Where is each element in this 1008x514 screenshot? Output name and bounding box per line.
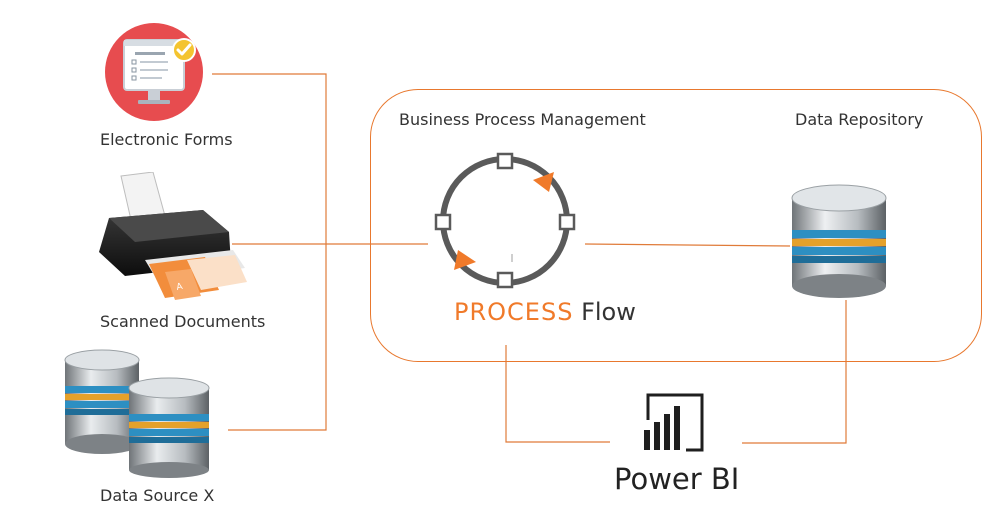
repository-header: Data Repository [795,110,924,129]
process-flow-title-rest: Flow [581,298,636,326]
database-icon [791,184,887,298]
bpm-container [370,89,982,362]
process-flow-title: PROCESS Flow [454,298,636,326]
source-label-electronic-forms: Electronic Forms [100,130,233,149]
electronic-form-icon [105,23,203,121]
source-label-scanned-documents: Scanned Documents [100,312,266,331]
source-label-data-source-x: Data Source X [100,486,215,505]
process-cycle-icon [434,152,576,289]
printer-icon: A [99,172,247,300]
bpm-header: Business Process Management [399,110,646,129]
database-stack-icon [64,349,210,478]
power-bi-logo-icon [644,393,704,452]
power-bi-label: Power BI [614,462,740,496]
process-flow-title-accent: PROCESS [454,298,574,326]
svg-text:A: A [176,282,185,293]
